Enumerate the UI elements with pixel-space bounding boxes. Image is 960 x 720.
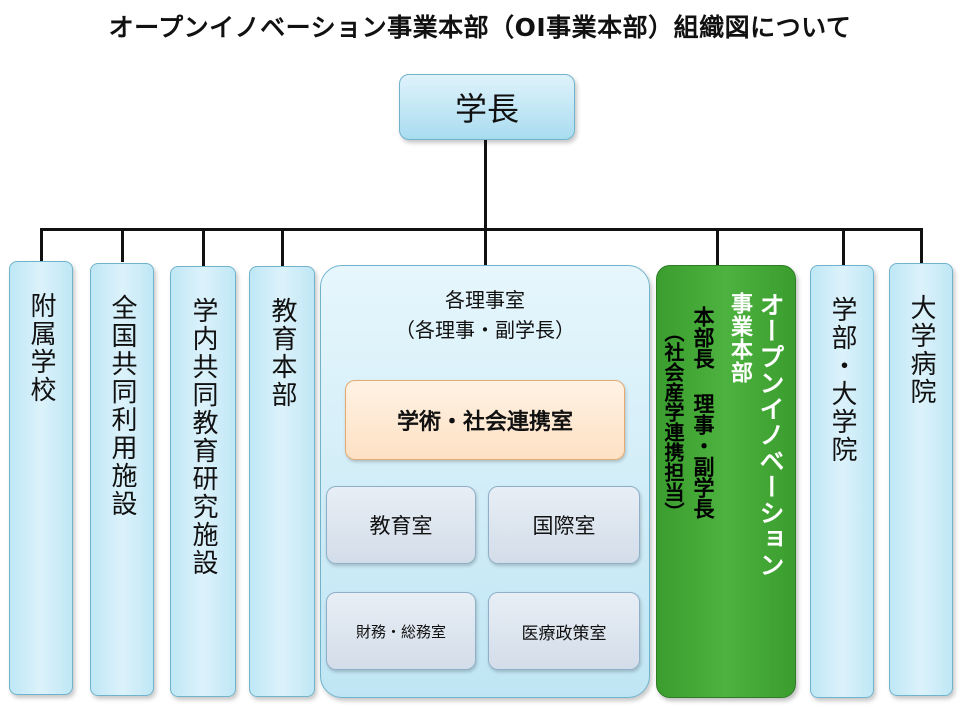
page-title: オープンイノベーション事業本部（OI事業本部）組織図について xyxy=(108,13,852,42)
oi-division-name: オープンイノベーション xyxy=(756,292,785,578)
column-gakubu-label: 学部・大学院 xyxy=(827,296,857,464)
finance-general-room-label: 財務・総務室 xyxy=(355,622,446,641)
oi-division-head-note: （社会産学連携担当） xyxy=(661,322,685,522)
column-byoin-label: 大学病院 xyxy=(906,294,936,406)
column-zenkoku[interactable]: 全国共同利用施設 xyxy=(90,263,154,696)
connector-drop-oi xyxy=(716,228,719,266)
connector-drop-riji xyxy=(484,228,487,266)
column-kyoiku-honbu-label: 教育本部 xyxy=(267,297,297,409)
oi-division-head: 本部長 理事・副学長 xyxy=(691,306,715,519)
education-room[interactable]: 教育室 xyxy=(326,486,476,564)
education-room-label: 教育室 xyxy=(369,514,433,538)
column-fuzoku[interactable]: 附属学校 xyxy=(9,261,73,695)
connector-bar xyxy=(40,228,923,231)
oi-division-name-2: 事業本部 xyxy=(727,292,752,384)
column-gakunai-label: 学内共同教育研究施設 xyxy=(188,297,218,577)
academic-social-collab-room[interactable]: 学術・社会連携室 xyxy=(345,380,625,460)
medical-policy-room-label: 医療政策室 xyxy=(521,623,607,644)
column-kyoiku-honbu[interactable]: 教育本部 xyxy=(249,266,315,697)
connector-trunk xyxy=(484,140,487,230)
oi-division-column[interactable]: オープンイノベーション 事業本部 本部長 理事・副学長 （社会産学連携担当） xyxy=(656,265,796,698)
president-label: 学長 xyxy=(454,90,519,128)
riji-panel-subtitle: （各理事・副学長） xyxy=(395,318,575,342)
column-gakunai[interactable]: 学内共同教育研究施設 xyxy=(170,266,236,697)
international-room-label: 国際室 xyxy=(532,514,596,538)
connector-drop-kyoiku-honbu xyxy=(281,228,284,266)
connector-drop-zenkoku xyxy=(121,228,124,262)
finance-general-room[interactable]: 財務・総務室 xyxy=(326,592,476,670)
academic-social-collab-room-label: 学術・社会連携室 xyxy=(396,410,573,435)
column-zenkoku-label: 全国共同利用施設 xyxy=(107,294,137,518)
connector-drop-byoin xyxy=(920,228,923,264)
president-box[interactable]: 学長 xyxy=(399,74,575,140)
column-fuzoku-label: 附属学校 xyxy=(26,292,56,404)
connector-drop-gakubu xyxy=(842,228,845,266)
medical-policy-room[interactable]: 医療政策室 xyxy=(488,592,640,670)
riji-panel-title: 各理事室 xyxy=(445,288,525,312)
riji-panel[interactable]: 各理事室 （各理事・副学長） 学術・社会連携室 教育室 国際室 財務・総務室 医… xyxy=(320,265,650,698)
connector-drop-fuzoku xyxy=(40,228,43,262)
connector-drop-gakunai xyxy=(202,228,205,266)
column-byoin[interactable]: 大学病院 xyxy=(889,263,953,696)
column-gakubu[interactable]: 学部・大学院 xyxy=(810,265,874,698)
international-room[interactable]: 国際室 xyxy=(488,486,640,564)
